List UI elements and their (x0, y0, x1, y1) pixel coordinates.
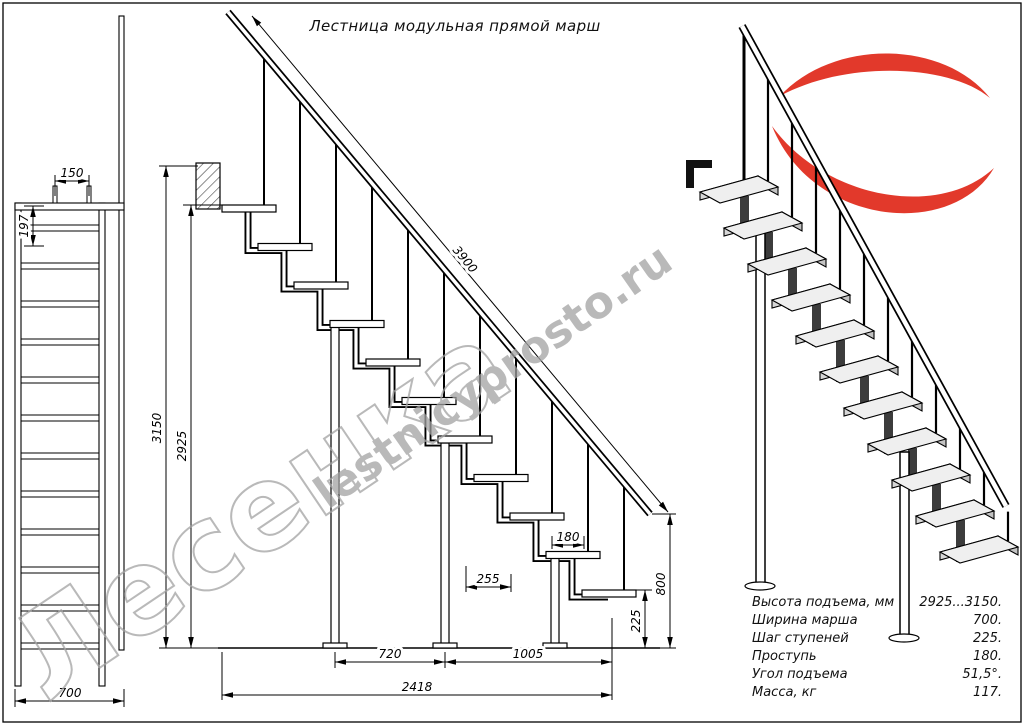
tread (473, 473, 529, 483)
dim-225-label: 225 (629, 610, 643, 633)
dim-700-label: 700 (59, 686, 82, 700)
tread-top-face (914, 499, 996, 528)
tread-top-face (818, 355, 900, 384)
tread-top-face (794, 319, 876, 348)
rung (20, 528, 100, 536)
brand-logo-lower-swoosh (772, 126, 994, 214)
spine-bar (884, 412, 893, 454)
dim-800-label: 800 (654, 572, 668, 595)
tread (293, 281, 349, 290)
base-plate (322, 642, 348, 649)
dim-2925-label: 2925 (175, 431, 189, 462)
tread-top-face (890, 463, 972, 492)
dim-2925: 2925 (172, 204, 224, 648)
spine-bar (860, 376, 869, 418)
base-plate (542, 642, 568, 649)
spine-bar (740, 196, 749, 238)
tread (545, 550, 601, 560)
dim-225: 225 (626, 589, 652, 648)
tread-top-face (866, 427, 948, 456)
front-view-dimensions: 150 197 700 (14, 163, 125, 707)
drawing-title: Лестница модульная прямой марш (308, 17, 600, 35)
rung (20, 376, 100, 384)
support-leg (440, 442, 450, 645)
brand-logo-upper-swoosh (780, 53, 990, 98)
tread (509, 512, 565, 521)
dim-150-label: 150 (61, 166, 84, 180)
dim-150: 150 (54, 163, 90, 196)
staircase-3d (698, 24, 1020, 643)
rung (20, 452, 100, 460)
rung (20, 262, 100, 270)
spec-label: Проступь (752, 649, 817, 664)
dim-255: 255 (465, 566, 512, 592)
tread (581, 589, 637, 598)
rung (20, 414, 100, 422)
spec-value: 2925...3150. (919, 595, 1002, 610)
iso-view (686, 24, 1020, 643)
spec-value: 51,5°. (962, 667, 1002, 682)
handrail-post (118, 15, 125, 651)
spine-bar (764, 232, 773, 274)
spec-label: Ширина марша (752, 613, 858, 628)
spine-bar (956, 520, 965, 562)
tread-top-face (698, 175, 780, 204)
base-plate (432, 642, 458, 649)
rung (20, 490, 100, 498)
rung (20, 338, 100, 346)
spine-bar (812, 304, 821, 346)
wall-section (195, 162, 221, 210)
spec-value: 700. (973, 613, 1002, 628)
dim-700: 700 (14, 683, 125, 707)
dim-2418-label: 2418 (402, 680, 433, 694)
tread (329, 319, 385, 329)
top-tread (14, 202, 125, 211)
dim-3150-label: 3150 (150, 412, 164, 443)
spec-value: 225. (973, 631, 1002, 646)
dim-255-label: 255 (477, 572, 500, 586)
tread-top-face (842, 391, 924, 420)
tread-top-face (722, 211, 804, 240)
dim-3150: 3150 (147, 165, 220, 649)
base-plate (888, 633, 920, 643)
dim-1005-label: 1005 (513, 647, 544, 661)
tread (221, 204, 277, 213)
base-plate (744, 581, 776, 591)
dim-720-label: 720 (379, 647, 402, 661)
tread-top-face (938, 535, 1020, 564)
spec-table: Высота подъема, мм 2925...3150. Ширина м… (752, 595, 1002, 700)
spine-bar (932, 484, 941, 526)
wall-bracket (686, 160, 712, 188)
dim-180: 180 (551, 527, 585, 549)
front-view (14, 15, 125, 687)
spec-label: Высота подъема, мм (752, 595, 894, 610)
spec-value: 117. (973, 685, 1002, 700)
dim-180-label: 180 (557, 530, 580, 544)
dim-2418: 2418 (221, 652, 612, 700)
spine-bar (908, 448, 917, 490)
dim-197: 197 (14, 205, 44, 247)
spine-bar (788, 268, 797, 310)
dim-1005: 1005 (445, 618, 613, 700)
spine-bar (836, 340, 845, 382)
tread-top-face (746, 247, 828, 276)
rung (20, 300, 100, 308)
tread (257, 242, 313, 252)
tread-top-face (770, 283, 852, 312)
spec-label: Шаг ступеней (752, 631, 849, 646)
dim-197-label: 197 (17, 214, 31, 237)
spec-label: Масса, кг (752, 685, 817, 700)
support-leg (550, 557, 560, 645)
spec-label: Угол подъема (752, 667, 848, 682)
support-column-front (755, 225, 766, 585)
spec-value: 180. (973, 649, 1002, 664)
dim-800: 800 (651, 513, 676, 649)
